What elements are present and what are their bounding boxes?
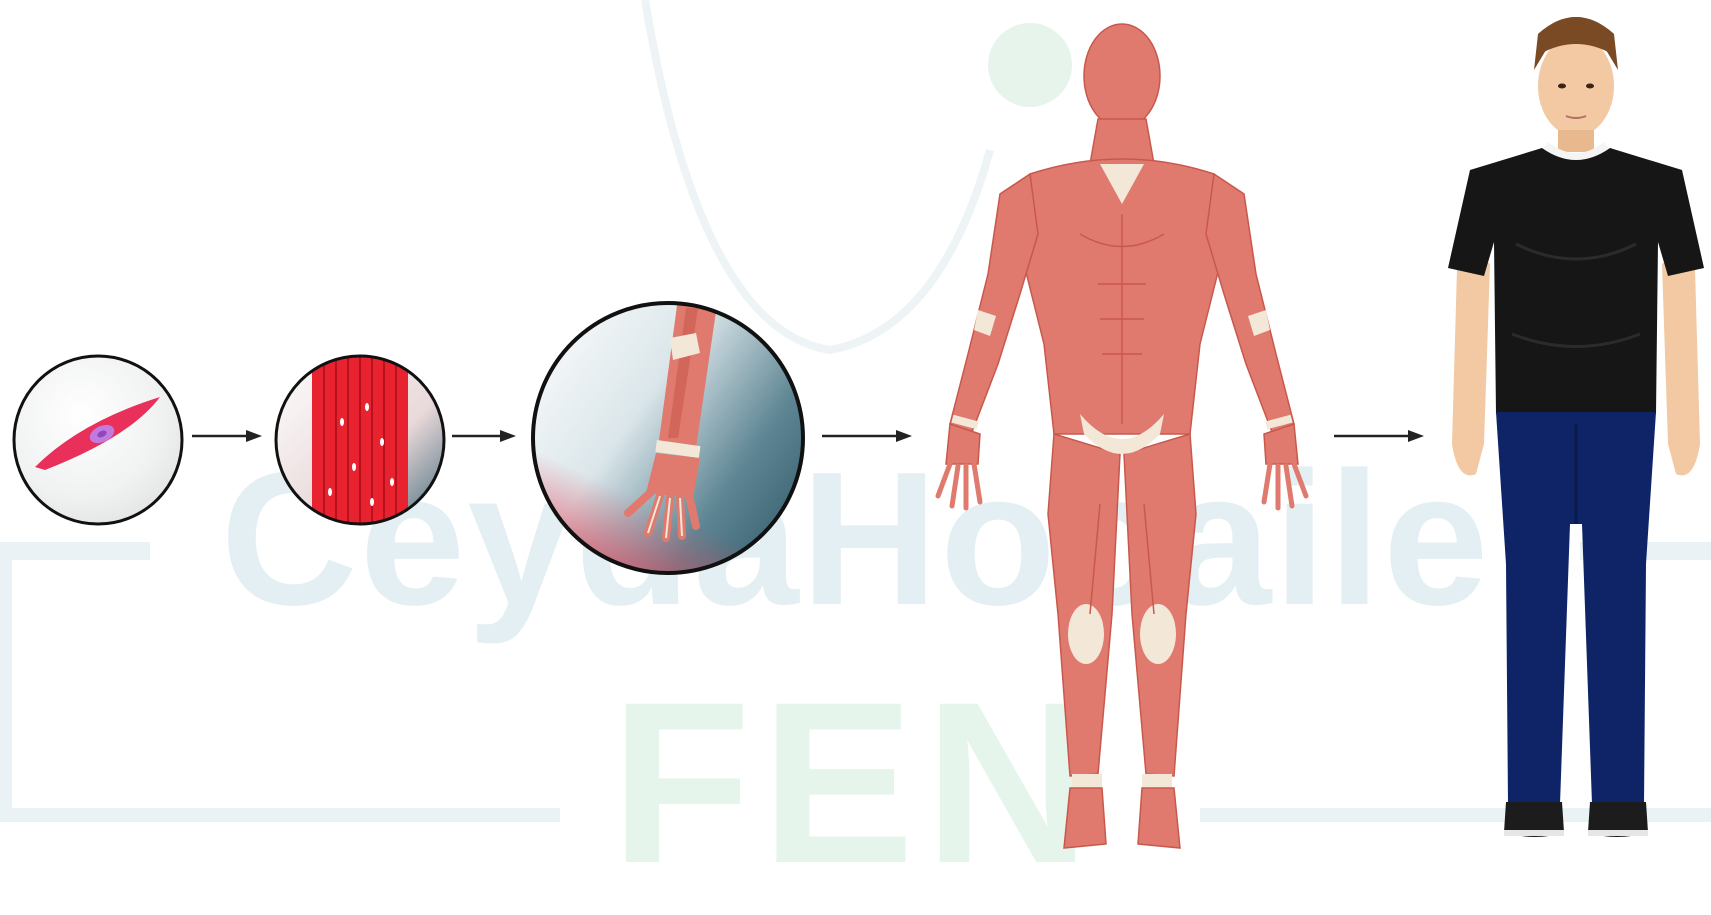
muscle-cell-icon — [10, 352, 186, 528]
muscle-tissue-icon — [272, 352, 448, 528]
arrow-right-icon — [452, 428, 518, 444]
arrow-right-icon — [192, 428, 264, 444]
muscular-system-icon — [920, 14, 1324, 856]
arrow-right-icon — [822, 428, 914, 444]
human-organism-icon — [1446, 4, 1706, 856]
arm-muscle-icon — [528, 298, 808, 578]
stage-muscular-system — [920, 14, 1324, 856]
stage-muscle-organ — [528, 298, 808, 578]
stage-muscle-cell — [10, 352, 186, 528]
stage-muscle-tissue — [272, 352, 448, 528]
arrow-right-icon — [1334, 428, 1426, 444]
stage-organism — [1446, 4, 1706, 856]
diagram-canvas: CeydaHocaile FEN — [0, 0, 1711, 856]
